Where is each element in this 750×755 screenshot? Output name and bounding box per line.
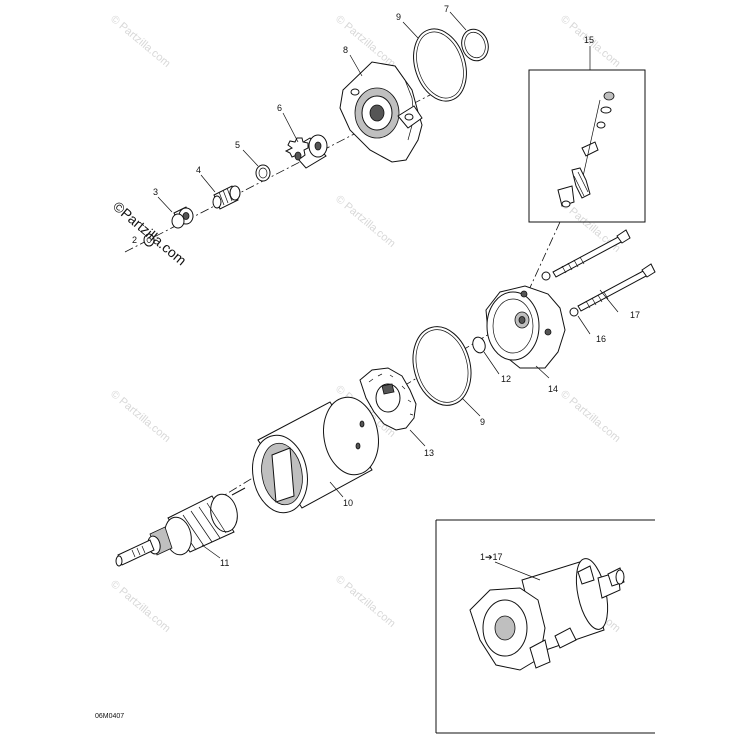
callout-15: 15	[584, 35, 594, 45]
part-7-o-ring-inner	[464, 31, 486, 59]
watermark: © Partzilla.com	[108, 388, 172, 445]
watermark: © Partzilla.com	[108, 13, 172, 70]
part-15-brush-holder-kit	[557, 91, 615, 208]
callout-labels: 2 3 4 5 6 8 9 7 15 17 16 14 12 9 13 10 1…	[132, 4, 640, 568]
callout-5: 5	[235, 140, 240, 150]
callout-6: 6	[277, 103, 282, 113]
callout-13: 13	[424, 448, 434, 458]
callout-16: 16	[596, 334, 606, 344]
watermark: © Partzilla.com	[333, 193, 397, 250]
callout-3: 3	[153, 187, 158, 197]
part-3-bushing	[171, 206, 194, 229]
watermark: © Partzilla.com	[333, 573, 397, 630]
part-12-o-ring	[472, 336, 486, 354]
callout-9-upper: 9	[396, 12, 401, 22]
detail-box-15	[528, 69, 646, 223]
callout-assembly: 1➔17	[480, 552, 503, 562]
diagram-code: 06M0407	[95, 713, 124, 720]
part-9-o-ring-lower	[412, 326, 472, 406]
part-16-washer	[569, 307, 579, 317]
assembled-starter-view	[469, 558, 625, 671]
partzilla-stamp: ©Partzilla.com	[110, 198, 190, 268]
part-16-washer	[541, 271, 551, 281]
part-6-pinion-gear	[284, 134, 328, 169]
watermark: © Partzilla.com	[558, 388, 622, 445]
watermark: © Partzilla.com	[108, 578, 172, 635]
callout-14: 14	[548, 384, 558, 394]
part-9-o-ring-lower-inner	[415, 329, 469, 403]
part-14-end-frame	[485, 285, 566, 369]
part-13-brush-plate	[359, 367, 417, 431]
watermark: © Partzilla.com	[333, 13, 397, 70]
part-11-armature	[115, 487, 246, 567]
callout-8: 8	[343, 45, 348, 55]
callout-2: 2	[132, 235, 137, 245]
part-4-spring	[212, 185, 241, 210]
part-9-o-ring-upper	[413, 28, 467, 102]
part-17-through-bolts	[552, 229, 656, 312]
callout-10: 10	[343, 498, 353, 508]
detail-connector-line	[527, 221, 561, 293]
part-5-retaining-ring	[255, 164, 271, 182]
part-10-yoke	[252, 396, 379, 514]
part-2-washer	[143, 233, 155, 247]
callout-9-lower: 9	[480, 417, 485, 427]
callout-11: 11	[220, 558, 229, 568]
callout-7: 7	[444, 4, 449, 14]
part-9-o-ring-upper-inner	[416, 31, 464, 99]
callout-4: 4	[196, 165, 201, 175]
part-8-drive-housing	[339, 61, 423, 163]
leader-lines	[157, 11, 619, 581]
callout-17: 17	[630, 310, 640, 320]
callout-12: 12	[501, 374, 511, 384]
